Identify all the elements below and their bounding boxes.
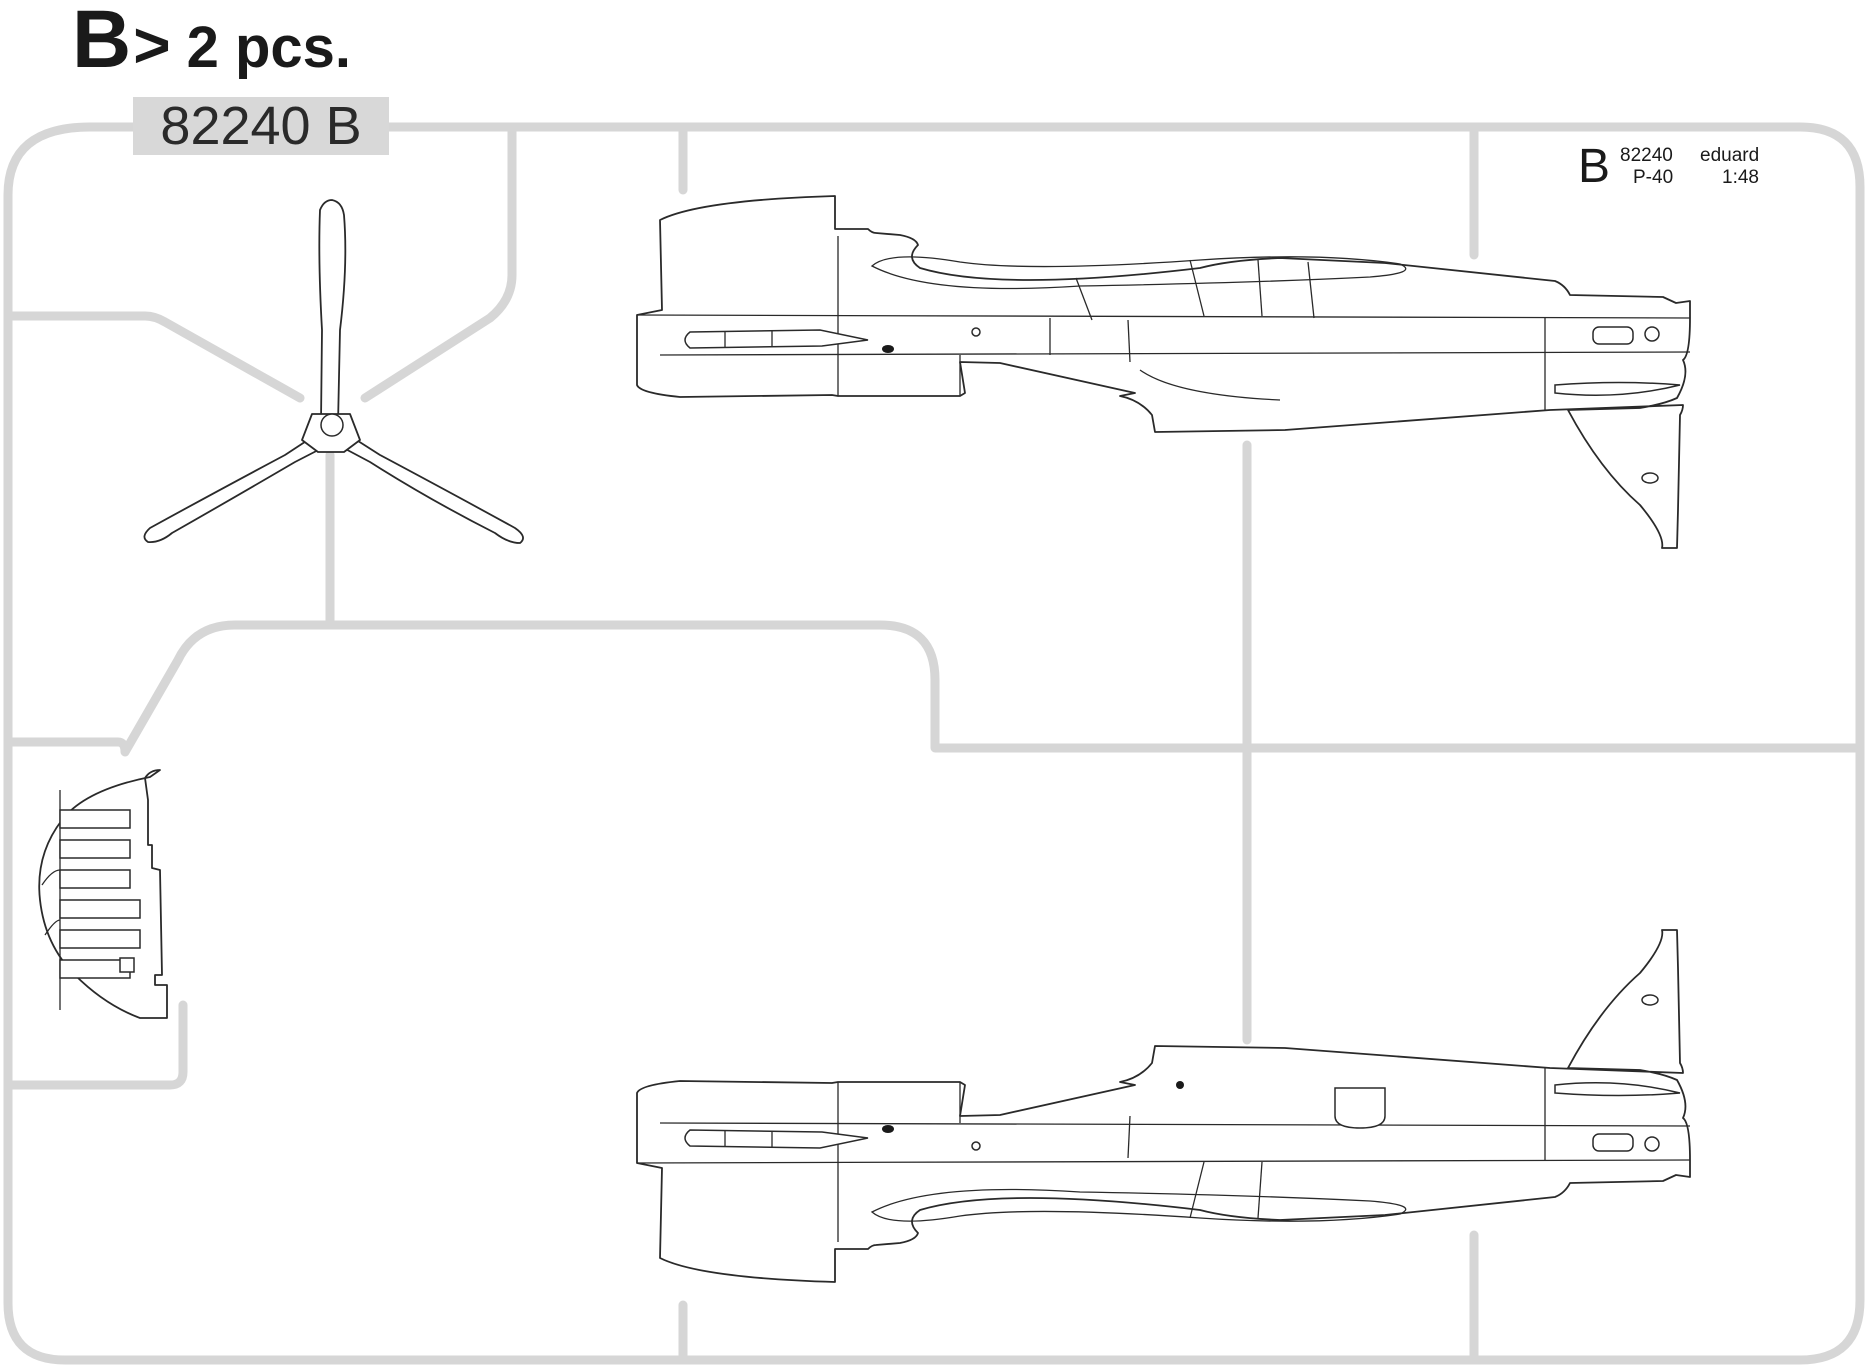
sprue-runners — [3, 122, 1865, 1365]
sprue-title: B > 2 pcs. — [72, 0, 352, 85]
propeller-blade-up — [318, 199, 347, 425]
fuselage-lower-outline — [636, 929, 1691, 1283]
propeller-part — [143, 199, 524, 544]
radiator-part — [38, 769, 168, 1019]
exhaust-stacks — [684, 329, 869, 349]
sprue-quantity: 2 pcs. — [186, 15, 352, 80]
propeller-blade-right — [337, 431, 524, 544]
runner-top-right — [360, 122, 517, 403]
fuselage-half-upper — [636, 195, 1691, 549]
mold-maker: eduard — [1700, 145, 1759, 166]
mold-scale: 1:48 — [1722, 167, 1759, 188]
runner-middle — [3, 620, 1865, 757]
propeller-blade-left — [143, 431, 329, 543]
runner-top-left — [3, 311, 305, 403]
fuselage-upper-outline — [636, 195, 1691, 549]
fuselage-half-lower — [636, 929, 1691, 1283]
mold-letter: B — [1578, 140, 1610, 193]
mold-label: B 82240 eduard P-40 1:48 — [1578, 140, 1759, 193]
propeller-spinner — [320, 413, 344, 437]
sprue-code-label: 82240 B — [133, 97, 389, 155]
mold-kit-number: 82240 — [1620, 145, 1673, 166]
mold-model: P-40 — [1633, 167, 1673, 188]
runner-left-lower — [3, 1000, 188, 1090]
arrow-icon: > — [133, 9, 171, 81]
radiator-outline — [38, 769, 168, 1019]
sprue-letter: B — [72, 0, 132, 85]
sprue-frame — [3, 122, 1865, 1365]
